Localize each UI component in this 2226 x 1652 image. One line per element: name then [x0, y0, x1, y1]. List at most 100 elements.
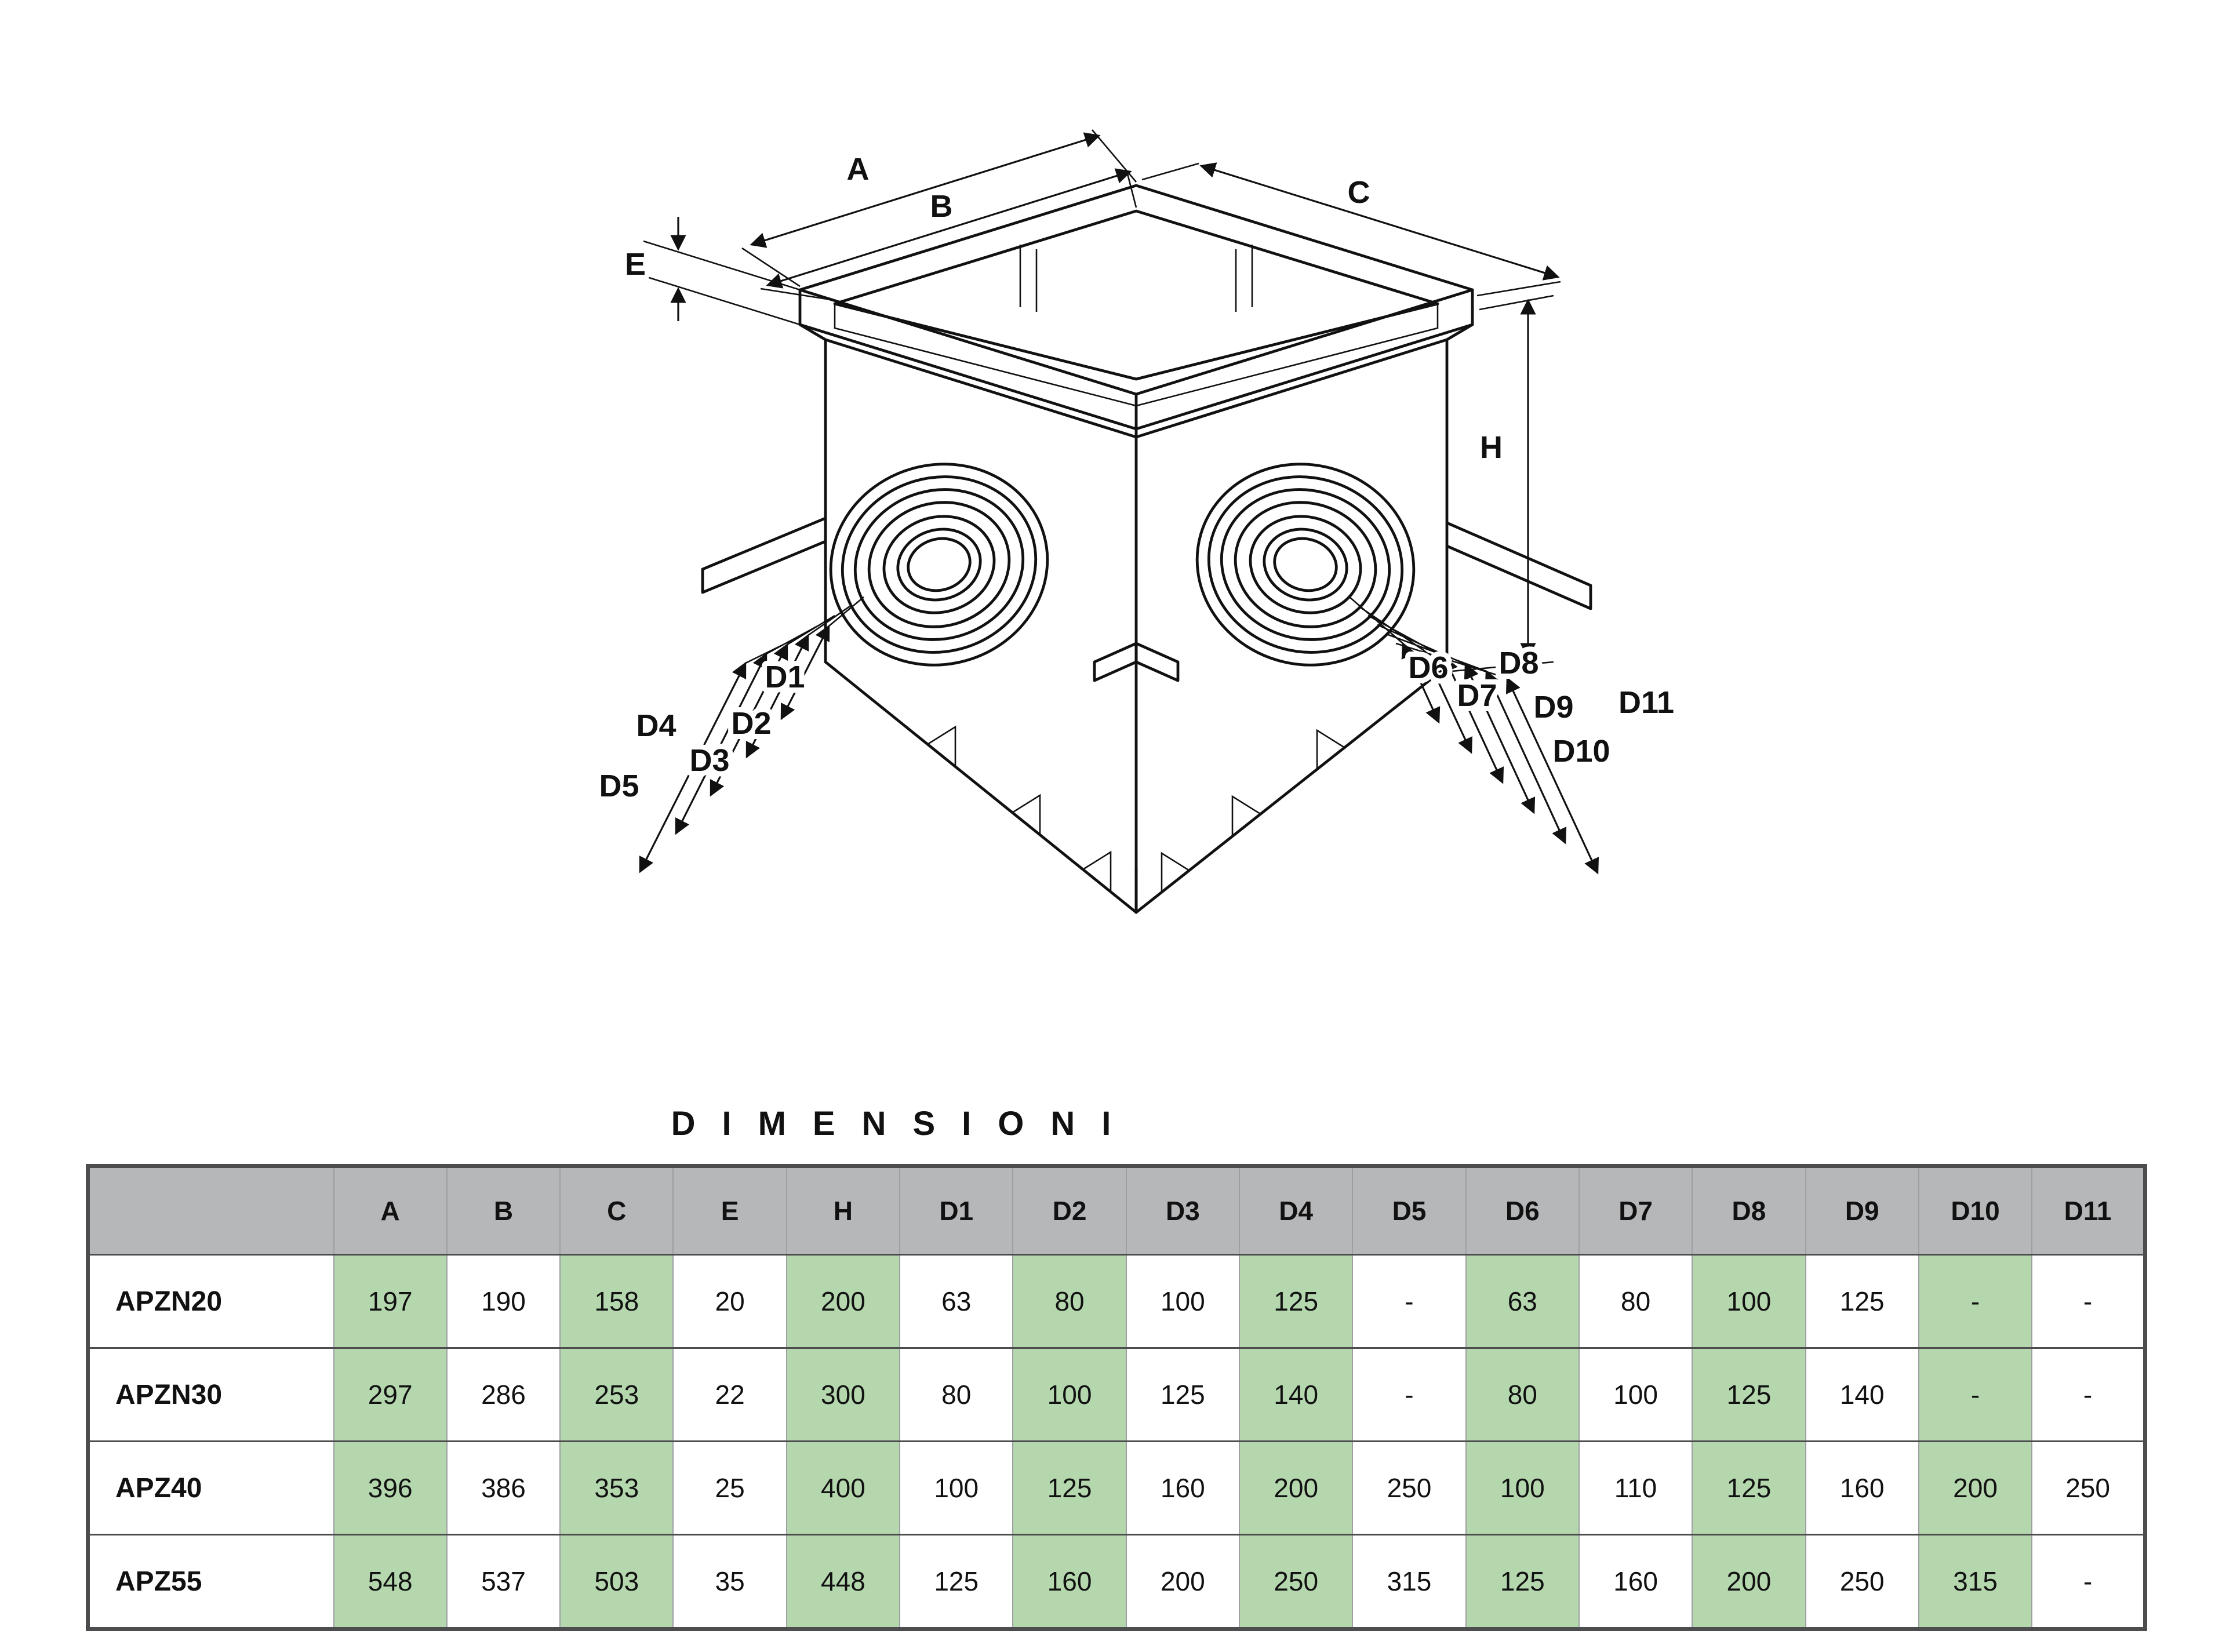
col-header-D11: D11	[2031, 1165, 2146, 1256]
value-cell-D9: 140	[1805, 1347, 1919, 1442]
value-cell-D3: 125	[1125, 1347, 1241, 1442]
value-cell-D4: 250	[1238, 1534, 1354, 1630]
dim-label-D11: D11	[1618, 685, 1674, 720]
value-cell-D10: -	[1918, 1254, 2033, 1349]
value-cell-D6: 63	[1465, 1254, 1580, 1349]
col-header-B: B	[446, 1165, 561, 1256]
value-cell-C: 158	[559, 1254, 674, 1349]
value-cell-D11: -	[2031, 1534, 2146, 1630]
value-cell-D8: 100	[1692, 1254, 1806, 1349]
value-cell-H: 400	[785, 1440, 901, 1535]
value-cell-D5: -	[1352, 1347, 1467, 1442]
dim-lines-H: H	[1451, 294, 1554, 672]
value-cell-D1: 80	[899, 1347, 1014, 1442]
value-cell-D11: -	[2031, 1254, 2146, 1349]
dim-label-D4: D4	[636, 708, 676, 743]
value-cell-D5: -	[1352, 1254, 1467, 1349]
box-body	[701, 323, 1592, 914]
dim-line-D8	[1443, 656, 1504, 784]
dim-label-E: E	[625, 247, 646, 282]
col-header-D1: D1	[899, 1165, 1014, 1256]
dim-label-D9: D9	[1533, 690, 1573, 725]
model-cell-APZN20: APZN20	[87, 1254, 334, 1349]
col-header-D9: D9	[1805, 1165, 1919, 1256]
col-header-C: C	[559, 1165, 674, 1256]
value-cell-B: 386	[446, 1440, 561, 1535]
right-bottom-ribs	[1161, 729, 1347, 894]
value-cell-D8: 125	[1692, 1440, 1806, 1535]
col-header-E: E	[672, 1165, 787, 1256]
dim-label-D2: D2	[731, 706, 771, 741]
value-cell-B: 190	[446, 1254, 561, 1349]
value-cell-D3: 200	[1125, 1534, 1241, 1630]
value-cell-D8: 200	[1692, 1534, 1806, 1630]
dim-line-B	[766, 168, 1132, 289]
dim-lines-C: C	[1141, 162, 1561, 297]
model-cell-APZ40: APZ40	[87, 1440, 334, 1535]
value-cell-E: 20	[672, 1254, 787, 1349]
dim-label-A: A	[847, 152, 870, 187]
table-title: DIMENSIONI	[671, 1105, 1138, 1142]
value-cell-E: 22	[672, 1347, 787, 1442]
value-cell-D5: 315	[1352, 1534, 1467, 1630]
value-cell-D11: -	[2031, 1347, 2146, 1442]
dim-label-C: C	[1348, 175, 1370, 210]
dim-line-C	[1199, 162, 1560, 281]
dim-lines-left-fan: D1 D2 D3 D4 D5	[594, 596, 864, 874]
value-cell-E: 35	[672, 1534, 787, 1630]
model-cell-APZN30: APZN30	[87, 1347, 334, 1442]
value-cell-D8: 125	[1692, 1347, 1806, 1442]
dim-lines-E: E	[620, 217, 801, 326]
value-cell-E: 25	[672, 1440, 787, 1535]
right-wing	[1445, 521, 1592, 610]
value-cell-D2: 100	[1012, 1347, 1127, 1442]
value-cell-D3: 100	[1125, 1254, 1241, 1349]
value-cell-D7: 160	[1578, 1534, 1693, 1630]
technical-diagram: A B E C H D1	[594, 129, 1679, 914]
dim-label-D8: D8	[1498, 646, 1538, 681]
dim-label-D7: D7	[1457, 678, 1497, 713]
value-cell-D2: 160	[1012, 1534, 1127, 1630]
right-outlet-rings	[1195, 463, 1416, 667]
col-header-D8: D8	[1692, 1165, 1806, 1256]
value-cell-D1: 100	[899, 1440, 1014, 1535]
dim-label-D6: D6	[1408, 650, 1448, 685]
value-cell-C: 503	[559, 1534, 674, 1630]
value-cell-H: 300	[785, 1347, 901, 1442]
value-cell-C: 253	[559, 1347, 674, 1442]
value-cell-H: 200	[785, 1254, 901, 1349]
value-cell-D2: 80	[1012, 1254, 1127, 1349]
value-cell-A: 197	[333, 1254, 448, 1349]
value-cell-D9: 250	[1805, 1534, 1919, 1630]
value-cell-D6: 100	[1465, 1440, 1580, 1535]
value-cell-D10: 200	[1918, 1440, 2033, 1535]
value-cell-D6: 125	[1465, 1534, 1580, 1630]
value-cell-A: 396	[333, 1440, 448, 1535]
col-header-D6: D6	[1465, 1165, 1580, 1256]
model-cell-APZ55: APZ55	[87, 1534, 334, 1630]
dim-label-D3: D3	[689, 743, 729, 778]
value-cell-D7: 100	[1578, 1347, 1693, 1442]
col-header-H: H	[785, 1165, 901, 1256]
dim-line-A	[750, 132, 1101, 248]
value-cell-D4: 140	[1238, 1347, 1354, 1442]
dim-label-H: H	[1480, 430, 1503, 465]
col-header-A: A	[333, 1165, 448, 1256]
value-cell-D1: 125	[899, 1534, 1014, 1630]
col-header-D5: D5	[1352, 1165, 1467, 1256]
value-cell-C: 353	[559, 1440, 674, 1535]
value-cell-A: 297	[333, 1347, 448, 1442]
value-cell-D3: 160	[1125, 1440, 1241, 1535]
value-cell-D4: 200	[1238, 1440, 1354, 1535]
left-wing	[701, 516, 827, 594]
value-cell-D9: 160	[1805, 1440, 1919, 1535]
value-cell-D7: 80	[1578, 1254, 1693, 1349]
value-cell-D5: 250	[1352, 1440, 1467, 1535]
col-header-D7: D7	[1578, 1165, 1693, 1256]
